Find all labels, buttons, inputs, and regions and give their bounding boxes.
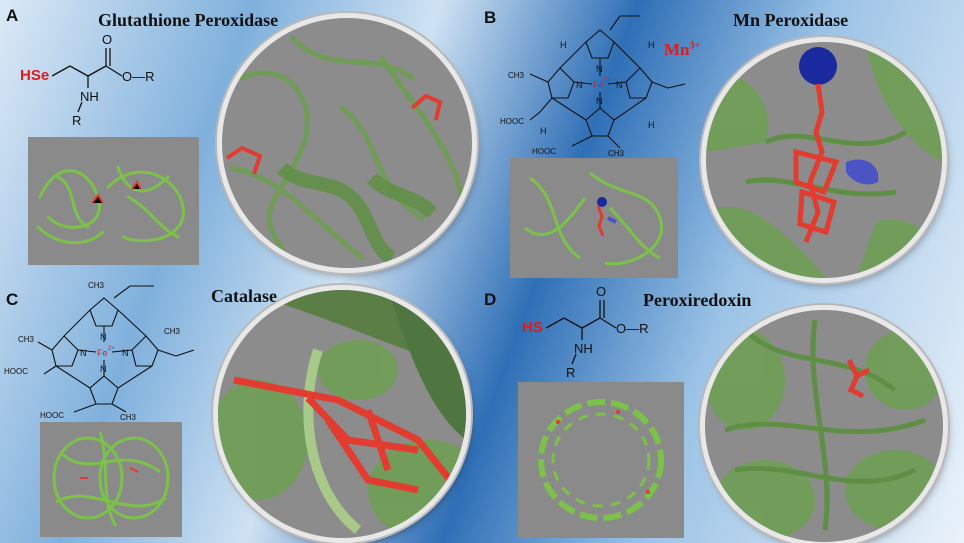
iron-charge: 2+ [108,346,115,352]
active-site-closeup [225,35,465,265]
n-label: N [100,364,107,374]
n-label: N [616,80,623,90]
n-label: N [596,64,603,74]
carbonyl-o-label: O [102,32,112,47]
h-label: H [560,40,567,50]
amine-label: NH [574,341,593,356]
selenol-label: HSe [20,67,49,84]
active-site-closeup [705,319,943,540]
ester-label: O—R [122,69,155,84]
carboxyl-label: HOOC [4,367,28,376]
zoom-circle [218,290,466,538]
h-label: H [648,120,655,130]
n-label: N [122,348,129,358]
r-group-label: R [72,113,81,128]
h-label: H [540,126,547,136]
panel-letter: A [6,6,19,25]
methyl-label: CH3 [88,281,105,290]
protein-thumbnail [40,422,182,537]
methyl-label: CH3 [608,149,625,158]
carboxyl-label: HOOC [40,411,64,420]
zoom-circle [706,42,942,278]
panel-letter: D [484,290,497,309]
protein-thumbnail [28,137,199,265]
iron-label: Fe [593,80,604,90]
protein-cartoon [524,171,664,266]
panel-title: Peroxiredoxin [643,290,752,310]
protein-thumbnail [518,382,684,538]
iron-charge: 2+ [604,78,611,84]
thiol-label: HS [522,319,543,336]
iron-label: Fe [97,348,108,358]
carbonyl-o-label: O [596,284,606,299]
metal-charge: 3+ [689,40,701,52]
methyl-label: CH3 [120,413,137,420]
active-site-closeup [706,42,942,278]
ester-label: O—R [616,321,649,336]
methyl-label: CH3 [508,71,525,80]
active-site-closeup [218,290,466,538]
methyl-label: CH3 [164,327,181,336]
metal-symbol: Mn [664,40,690,59]
n-label: N [100,332,107,342]
protein-cartoon [538,399,664,521]
cysteine-structure: HS O O—R NH R [522,284,649,380]
methyl-label: CH3 [18,335,35,344]
panel-title: Mn Peroxidase [733,10,849,30]
panel-title: Glutathione Peroxidase [98,10,279,30]
protein-thumbnail [510,158,678,278]
carboxyl-label: HOOC [532,147,556,156]
panel-letter: B [484,8,497,27]
manganese-label: Mn3+ [664,40,700,60]
panel-title: Catalase [211,286,277,306]
zoom-circle [705,310,943,542]
protein-cartoon [36,165,185,245]
amine-label: NH [80,89,99,104]
n-label: N [596,96,603,106]
selenocysteine-structure: HSe O O—R NH R [20,32,155,128]
zoom-circle [222,18,472,268]
heme-structure: Fe 2+ N N N N H H H H CH3 CH3 HOOC HOOC [500,15,686,158]
carboxyl-label: HOOC [500,117,524,126]
n-label: N [80,348,87,358]
panel-letter: C [6,290,19,309]
protein-cartoon [52,431,170,527]
r-group-label: R [566,365,575,380]
h-label: H [648,40,655,50]
heme-structure: Fe 2+ N N N N CH3 CH3 CH3 CH3 HOOC HOOC [4,281,195,420]
n-label: N [576,80,583,90]
